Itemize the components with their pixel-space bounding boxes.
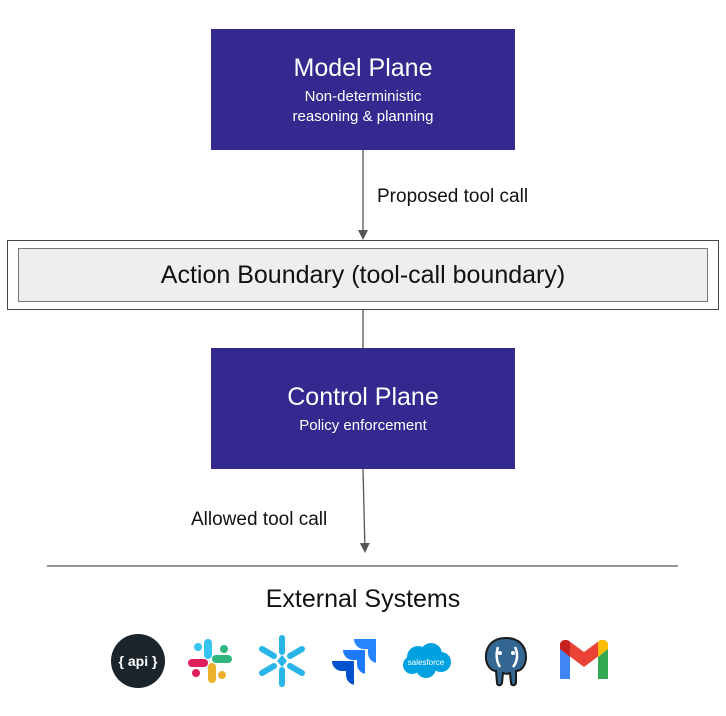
snowflake-icon — [259, 635, 305, 687]
action-boundary-box: Action Boundary (tool-call boundary) — [18, 248, 708, 302]
model-plane-title: Model Plane — [293, 53, 433, 82]
model-plane-box: Model Plane Non-deterministic reasoning … — [211, 29, 515, 150]
control-plane-box: Control Plane Policy enforcement — [211, 348, 515, 469]
jira-icon — [332, 639, 376, 685]
gmail-icon — [560, 640, 608, 679]
allowed-tool-call-label: Allowed tool call — [191, 509, 328, 530]
allowed-arrow — [359, 468, 370, 553]
api-icon: { api } — [111, 634, 165, 688]
model-plane-subtitle-line1: Non-deterministic — [304, 87, 422, 105]
control-plane-subtitle: Policy enforcement — [299, 416, 427, 434]
action-boundary-label: Action Boundary (tool-call boundary) — [160, 260, 566, 289]
postgresql-icon — [484, 636, 528, 687]
api-icon-text: { api } — [119, 653, 158, 669]
slack-icon — [188, 639, 232, 683]
model-plane-subtitle-line2: reasoning & planning — [292, 107, 434, 125]
salesforce-icon: salesforce — [403, 643, 451, 678]
control-plane-title: Control Plane — [287, 382, 439, 411]
external-systems-title: External Systems — [265, 585, 461, 613]
proposed-tool-call-label: Proposed tool call — [377, 186, 529, 207]
salesforce-icon-text: salesforce — [408, 658, 445, 667]
